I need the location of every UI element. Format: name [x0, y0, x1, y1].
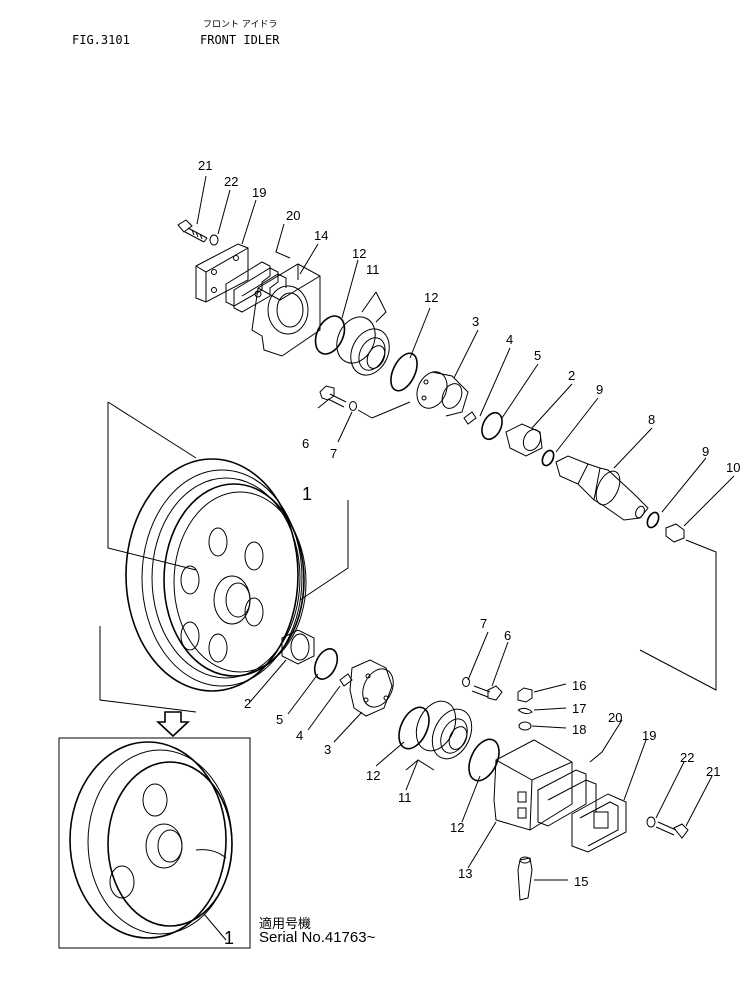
callout-1-wheel: 1 [302, 484, 312, 504]
callout-5-upper: 5 [534, 348, 541, 363]
upper-oring-12b [390, 352, 418, 392]
end-ring-9 [646, 511, 660, 529]
callout-18: 18 [572, 722, 586, 737]
page-title: FRONT IDLER [200, 33, 280, 47]
lower-collar-3 [349, 659, 394, 717]
callout-7-upper: 7 [330, 446, 337, 461]
callout-21-lower: 21 [706, 764, 720, 779]
lower-oring-5 [313, 648, 339, 680]
lower-bushing-2 [281, 629, 315, 665]
callout-22-lower: 22 [680, 750, 694, 765]
plug-10 [665, 523, 685, 543]
upper-oring-12a [314, 315, 346, 355]
callout-3-upper: 3 [472, 314, 479, 329]
callout-6-lower: 6 [504, 628, 511, 643]
callout-11-upper: 11 [366, 262, 380, 277]
title-jp: フロント アイドラ [203, 20, 278, 30]
callout-19-upper: 19 [252, 185, 266, 200]
callout-13: 13 [458, 866, 472, 881]
washer-17 [517, 707, 533, 715]
shaft-end-leader [639, 539, 717, 691]
shaft-8 [555, 455, 649, 521]
callout-4-upper: 4 [506, 332, 513, 347]
nut-16 [517, 687, 533, 703]
lower-bolt-21 [655, 821, 689, 839]
upper-washer-22 [209, 234, 219, 246]
upper-plate-19 [195, 243, 249, 303]
callout-14: 14 [314, 228, 328, 243]
leader-lines [196, 175, 735, 941]
inset-frame [58, 737, 251, 949]
upper-seal-11 [336, 316, 390, 376]
callout-20-upper: 20 [286, 208, 300, 223]
callout-16: 16 [572, 678, 586, 693]
callout-5-lower: 5 [276, 712, 283, 727]
lower-pin-4 [339, 673, 353, 687]
lower-plate-19 [571, 793, 627, 853]
callout-12-upper-a: 12 [352, 246, 366, 261]
upper-centerline [357, 401, 411, 419]
washer-18 [518, 721, 532, 731]
lower-lockwasher-7 [462, 677, 470, 687]
callout-19-lower: 19 [642, 728, 656, 743]
wheel-leader-1 [299, 500, 349, 601]
idler-wheel-1 [125, 458, 307, 692]
upper-collar-3 [416, 371, 469, 417]
lower-bolt-6 [471, 685, 503, 701]
lower-seal-11 [415, 700, 473, 760]
callout-22-upper: 22 [224, 174, 238, 189]
upper-bolt-21 [177, 219, 208, 243]
upper-ring-9 [541, 449, 555, 467]
upper-bushing-2 [505, 423, 543, 457]
callout-8: 8 [648, 412, 655, 427]
upper-lockwasher-7 [349, 401, 357, 411]
callout-21-upper: 21 [198, 158, 212, 173]
callout-15: 15 [574, 874, 588, 889]
callout-7-lower: 7 [480, 616, 487, 631]
lower-oring-12b [468, 738, 500, 782]
lower-oring-12a [398, 706, 430, 750]
serial-label-jp: 適用号機 [259, 917, 312, 932]
callout-11-lower: 11 [398, 790, 412, 805]
inset-wheel [69, 741, 233, 939]
callout-2-lower: 2 [244, 696, 251, 711]
figure-number: FIG.3101 [72, 33, 130, 47]
arrow-down-icon [155, 711, 191, 738]
callout-numbers: 21 22 19 20 14 12 11 12 3 4 5 2 9 8 9 10… [198, 158, 740, 948]
callout-12-lower-a: 12 [366, 768, 380, 783]
callout-9-upper: 9 [596, 382, 603, 397]
callout-4-lower: 4 [296, 728, 303, 743]
upper-shims-20 [225, 261, 287, 313]
upper-oring-5 [481, 411, 503, 441]
callout-12-upper-b: 12 [424, 290, 438, 305]
stud-15 [517, 856, 533, 901]
lower-shims-20 [537, 769, 597, 827]
serial-number: Serial No.41763~ [259, 929, 376, 946]
callout-6-upper: 6 [302, 436, 309, 451]
wheel-bracket-line-upper [107, 401, 197, 571]
lower-bracket-13 [493, 739, 573, 831]
upper-pin-4 [463, 411, 477, 425]
lower-washer-22 [646, 816, 656, 828]
callout-3-lower: 3 [324, 742, 331, 757]
upper-bolt-6 [319, 385, 347, 408]
upper-bracket-14 [251, 263, 321, 357]
callout-10: 10 [726, 460, 740, 475]
callout-1-inset: 1 [224, 928, 234, 948]
callout-9-end: 9 [702, 444, 709, 459]
callout-2-upper: 2 [568, 368, 575, 383]
callout-12-lower-b: 12 [450, 820, 464, 835]
wheel-bracket-line-lower [99, 626, 197, 713]
callout-20-lower: 20 [608, 710, 622, 725]
callout-17: 17 [572, 701, 586, 716]
